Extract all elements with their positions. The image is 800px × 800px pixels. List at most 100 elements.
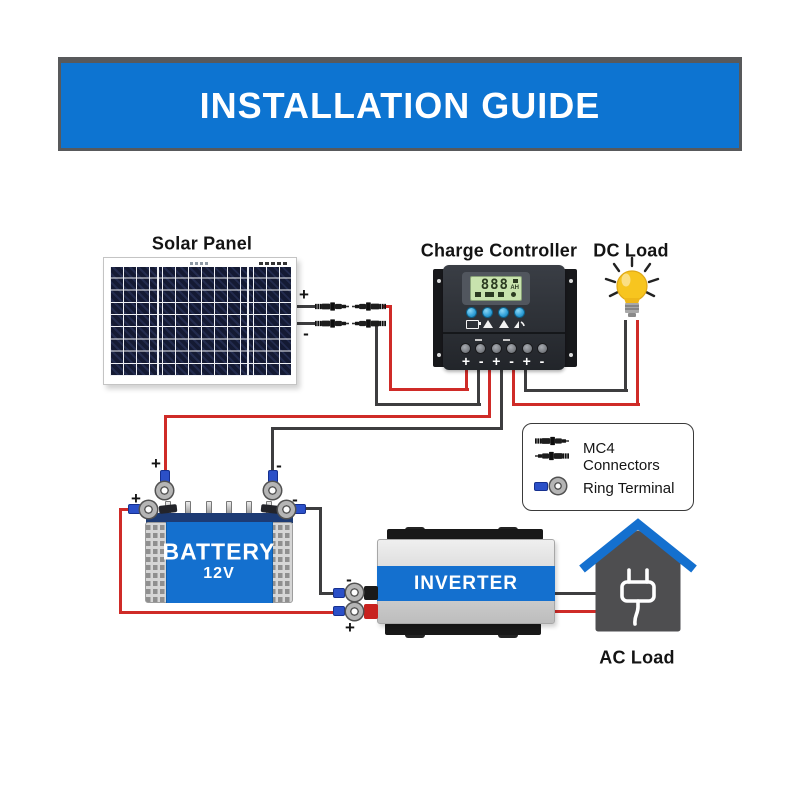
charge-controller: 888 AH <box>443 265 565 370</box>
ring-terminal <box>346 584 363 601</box>
terminal-label: - <box>539 353 545 369</box>
controller-button[interactable] <box>466 307 477 318</box>
inverter-plus-label: + <box>345 618 355 637</box>
signal-icon <box>514 321 525 328</box>
inverter-positive-wire <box>119 508 122 614</box>
dc-load-positive-wire <box>636 320 639 406</box>
page-title: INSTALLATION GUIDE <box>199 84 601 126</box>
controller-button[interactable] <box>498 307 509 318</box>
battery-negative-wire <box>500 368 503 430</box>
ring-terminal <box>278 501 295 518</box>
mc4-connector-icon <box>535 436 569 446</box>
controller-mount-flange <box>563 269 577 367</box>
dc-load-negative-wire <box>524 389 628 392</box>
mc4-connector-icon <box>535 451 569 461</box>
mount-hole <box>437 279 441 283</box>
solar-positive-stub-wire <box>297 305 315 308</box>
battery-top-plus-label: + <box>151 454 161 473</box>
inverter-minus-label: - <box>346 570 352 589</box>
battery-negative-wire <box>271 427 274 473</box>
inverter-top-rail <box>387 529 543 540</box>
solar-panel-label: Solar Panel <box>151 233 253 254</box>
lcd-unit: AH <box>510 285 519 291</box>
ring-terminal-icon <box>534 482 548 491</box>
terminal-screw[interactable] <box>491 344 501 353</box>
controller-button[interactable] <box>482 307 493 318</box>
solar-minus-label: - <box>303 324 309 343</box>
terminal-screw[interactable] <box>537 344 547 353</box>
battery-name: BATTERY <box>162 538 276 565</box>
ac-load-label: AC Load <box>599 647 675 668</box>
inverter-bottom-rail <box>385 623 541 635</box>
inverter-negative-wire <box>305 507 322 510</box>
mc4-connector-icon <box>352 319 386 328</box>
battery-positive-wire <box>488 368 491 418</box>
legend-item-label: MC4 Connectors <box>583 440 660 474</box>
terminal-screw[interactable] <box>461 344 470 353</box>
dc-load-negative-wire <box>624 320 627 392</box>
battery-body <box>166 522 273 603</box>
inverter-negative-terminal <box>364 586 378 600</box>
dc-load-positive-wire <box>512 403 640 406</box>
bulb-icon <box>604 256 660 317</box>
battery-positive-wire <box>164 415 167 472</box>
panel-divider <box>247 267 249 376</box>
terminal-screws <box>461 344 547 353</box>
terminal-label: + <box>461 353 471 369</box>
controller-display-bezel: 888 AH <box>462 272 530 305</box>
solar-positive-wire <box>389 305 392 391</box>
lcd-value: 888 <box>480 277 509 293</box>
header-banner: INSTALLATION GUIDE <box>58 57 742 151</box>
triangle-up-icon <box>499 320 509 328</box>
legend-item-label: Ring Terminal <box>583 480 675 497</box>
lcd-glyph <box>475 292 481 297</box>
terminal-screw[interactable] <box>507 344 517 353</box>
dc-load-positive-wire <box>512 368 515 406</box>
ring-terminal-icon <box>550 478 566 494</box>
charge-controller-label: Charge Controller <box>420 240 578 261</box>
ring-terminal <box>140 501 157 518</box>
terminal-group-mark <box>475 339 482 341</box>
ring-terminal <box>346 603 363 620</box>
solar-negative-wire <box>375 403 481 406</box>
battery-side-minus-label: - <box>292 490 298 509</box>
lcd-glyph <box>485 292 494 297</box>
mount-hole <box>437 353 441 357</box>
battery-side-plus-label: + <box>131 489 141 508</box>
lcd-percent-mark <box>513 279 518 283</box>
inverter-positive-wire <box>119 508 132 511</box>
ring-terminal <box>264 482 281 499</box>
triangle-up-icon <box>483 320 493 328</box>
terminal-screw[interactable] <box>522 344 532 353</box>
house-icon <box>579 518 697 632</box>
mount-hole <box>569 353 573 357</box>
terminal-label: + <box>492 353 501 369</box>
lcd-glyph <box>498 292 504 297</box>
terminal-screw[interactable] <box>476 344 486 353</box>
inverter-positive-terminal <box>364 604 378 619</box>
mc4-connector-icon <box>315 319 349 328</box>
plug-icon <box>620 568 656 626</box>
terminal-label: - <box>478 353 484 369</box>
dc-load-negative-wire <box>524 368 527 392</box>
battery-icon <box>466 320 481 329</box>
ring-terminal <box>156 482 173 499</box>
inverter-name: INVERTER <box>413 572 519 594</box>
inverter-positive-wire <box>119 611 335 614</box>
terminal-labels: + - + - + - <box>461 353 547 369</box>
dc-load-label: DC Load <box>593 240 669 261</box>
ring-terminal-sleeve <box>333 606 345 616</box>
solar-positive-wire <box>383 305 392 308</box>
ac-positive-wire <box>555 610 600 613</box>
solar-negative-stub-wire <box>297 322 315 325</box>
battery-side-vents <box>145 522 168 603</box>
solar-negative-wire <box>477 368 480 406</box>
solar-cells-grid <box>110 267 291 376</box>
ac-negative-wire <box>555 592 600 595</box>
legend-box: MC4 Connectors Ring Terminal <box>522 423 694 511</box>
inverter-negative-wire <box>319 592 335 595</box>
inverter-negative-wire <box>319 507 322 595</box>
controller-button[interactable] <box>514 307 525 318</box>
solar-positive-wire <box>389 388 469 391</box>
